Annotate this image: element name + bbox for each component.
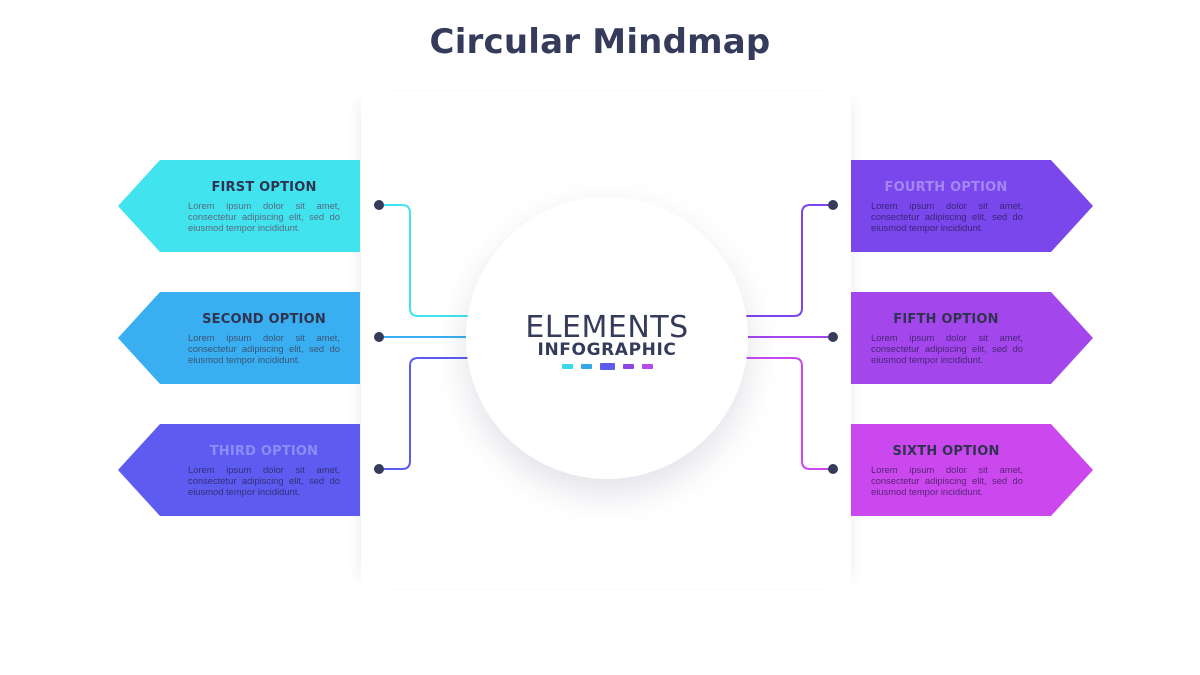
option-card-second: SECOND OPTION Lorem ipsum dolor sit amet… [118,292,360,384]
node-dot-4 [828,200,838,210]
node-dot-5 [828,332,838,342]
connector-3 [379,357,468,470]
dash-4 [622,363,634,369]
option-text: Lorem ipsum dolor sit amet, consectetur … [871,464,1023,497]
option-text: Lorem ipsum dolor sit amet, consectetur … [188,200,340,233]
dash-5 [641,363,653,369]
page-title: Circular Mindmap [429,22,771,62]
option-card-third: THIRD OPTION Lorem ipsum dolor sit amet,… [118,424,360,516]
connector-1 [379,204,468,317]
center-title: ELEMENTS [525,310,689,345]
center-circle: ELEMENTS INFOGRAPHIC [466,197,748,479]
connector-4 [746,204,833,317]
option-text: Lorem ipsum dolor sit amet, consectetur … [871,332,1023,365]
node-dot-3 [374,464,384,474]
color-dashes [466,362,748,370]
node-dot-2 [374,332,384,342]
option-text: Lorem ipsum dolor sit amet, consectetur … [871,200,1023,233]
option-title: FOURTH OPTION [884,180,1008,195]
dash-3 [599,362,615,370]
option-title: SIXTH OPTION [892,444,1000,459]
node-dot-1 [374,200,384,210]
option-title: FIRST OPTION [211,180,317,195]
option-card-fourth: FOURTH OPTION Lorem ipsum dolor sit amet… [851,160,1093,252]
dash-2 [580,363,592,369]
node-dot-6 [828,464,838,474]
option-title: THIRD OPTION [209,444,319,459]
option-title: SECOND OPTION [202,312,326,327]
connector-6 [746,357,833,470]
option-card-first: FIRST OPTION Lorem ipsum dolor sit amet,… [118,160,360,252]
center-subtitle: INFOGRAPHIC [537,340,677,360]
option-card-sixth: SIXTH OPTION Lorem ipsum dolor sit amet,… [851,424,1093,516]
option-card-fifth: FIFTH OPTION Lorem ipsum dolor sit amet,… [851,292,1093,384]
option-text: Lorem ipsum dolor sit amet, consectetur … [188,332,340,365]
option-title: FIFTH OPTION [893,312,999,327]
dash-1 [561,363,573,369]
option-text: Lorem ipsum dolor sit amet, consectetur … [188,464,340,497]
